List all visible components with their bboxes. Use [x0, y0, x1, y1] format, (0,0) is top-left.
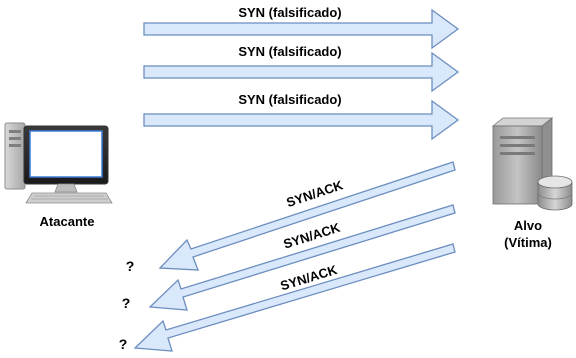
syn-arrow-label: SYN (falsificado) — [238, 5, 341, 20]
syn-arrow-2: SYN (falsificado) — [143, 44, 460, 93]
target-label: Alvo — [514, 218, 542, 233]
unknown-destination-mark: ? — [122, 295, 131, 311]
unknown-destination-mark: ? — [119, 336, 128, 352]
syn-arrow-label: SYN (falsificado) — [238, 44, 341, 59]
syn-arrow-3: SYN (falsificado) — [143, 92, 460, 141]
syn-arrow-1: SYN (falsificado) — [143, 5, 460, 50]
syn-arrow-label: SYN (falsificado) — [238, 92, 341, 107]
unknown-destination-mark: ? — [126, 258, 135, 274]
desktop-computer-icon — [4, 122, 113, 204]
attacker-label: Atacante — [40, 214, 95, 229]
target-label-sub: (Vítima) — [504, 235, 552, 250]
server-database-icon — [491, 117, 573, 211]
